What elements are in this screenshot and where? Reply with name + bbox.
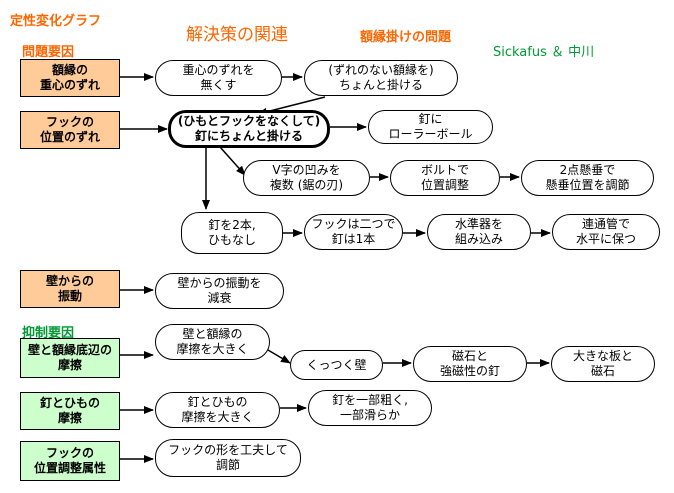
inhibitor-wall-frame-friction-label: 壁と額縁底辺の 摩擦 (27, 343, 112, 372)
node-magnet-ferromagnetic-nail[interactable]: 磁石と 強磁性の釘 (413, 346, 527, 382)
node-increase-nail-string-friction-label: 釘とひもの 摩擦を大きく (181, 395, 254, 424)
diagram-subtitle: 額縁掛けの問題 (360, 30, 452, 45)
node-devise-hook-shape-label: フックの形を工夫して 調節 (168, 443, 288, 472)
node-hang-aligned-frame-label: (ずれのない額縁を) ちょんと掛ける (328, 63, 434, 92)
node-partly-rough-nail[interactable]: 釘を一部粗く, 一部滑らか (308, 390, 432, 426)
node-two-point-suspension-label: 2点懸垂で 懸垂位置を調節 (545, 163, 630, 192)
node-remove-center-offset-label: 重心のずれを 無くす (182, 63, 255, 92)
node-roller-ball-nail[interactable]: 釘に ローラーボール (368, 110, 493, 144)
node-two-point-suspension[interactable]: 2点懸垂で 懸垂位置を調節 (521, 160, 654, 196)
inhibitor-wall-frame-friction[interactable]: 壁と額縁底辺の 摩擦 (20, 338, 120, 378)
node-communicating-tube-label: 連通管で 水平に保つ (575, 217, 636, 246)
cause-frame-center-offset[interactable]: 額縁の 重心のずれ (20, 59, 120, 97)
node-remove-center-offset[interactable]: 重心のずれを 無くす (155, 60, 282, 96)
node-two-nails-no-string[interactable]: 釘を2本, ひもなし (181, 212, 283, 254)
problem-factors-label: 問題要因 (22, 45, 75, 60)
node-devise-hook-shape[interactable]: フックの形を工夫して 調節 (155, 439, 301, 477)
node-large-plate-magnet[interactable]: 大きな板と 磁石 (551, 346, 655, 382)
cause-frame-center-offset-label: 額縁の 重心のずれ (39, 63, 100, 92)
cause-hook-position-offset[interactable]: フックの 位置のずれ (20, 111, 120, 149)
authors-label: Sickafus ＆ 中川 (493, 45, 595, 60)
node-partly-rough-nail-label: 釘を一部粗く, 一部滑らか (332, 393, 408, 422)
node-hang-aligned-frame[interactable]: (ずれのない額縁を) ちょんと掛ける (304, 60, 458, 96)
arrow-n13-n14 (267, 349, 291, 364)
node-magnet-ferromagnetic-nail-label: 磁石と 強磁性の釘 (439, 349, 500, 378)
node-built-in-level-label: 水準器を 組み込み (454, 217, 503, 246)
node-two-hooks-one-nail[interactable]: フックは二つで 釘は1本 (304, 214, 403, 250)
node-large-plate-magnet-label: 大きな板と 磁石 (572, 349, 633, 378)
cause-wall-vibration-label: 壁からの 振動 (45, 274, 94, 303)
node-built-in-level[interactable]: 水準器を 組み込み (427, 214, 531, 250)
node-sticky-wall-label: くっつく壁 (306, 357, 367, 372)
node-multiple-v-notches-label: V字の凹みを 複数 (鋸の刃) (269, 163, 344, 192)
node-damp-wall-vibration-label: 壁からの振動を 減衰 (177, 276, 262, 305)
inhibitor-hook-position-adjust-label: フックの 位置調整属性 (33, 446, 106, 475)
node-sticky-wall[interactable]: くっつく壁 (290, 350, 383, 380)
node-bolt-position-adjust-label: ボルトで 位置調整 (420, 163, 469, 192)
node-two-nails-no-string-label: 釘を2本, ひもなし (207, 218, 256, 247)
suppression-factors-label: 抑制要因 (22, 326, 75, 341)
node-communicating-tube[interactable]: 連通管で 水平に保つ (552, 214, 660, 250)
node-increase-wall-frame-friction-label: 壁と額縁の 摩擦を大きく (176, 327, 249, 356)
node-multiple-v-notches[interactable]: V字の凹みを 複数 (鋸の刃) (243, 160, 370, 196)
node-bolt-position-adjust[interactable]: ボルトで 位置調整 (390, 160, 500, 196)
node-two-hooks-one-nail-label: フックは二つで 釘は1本 (311, 217, 396, 246)
diagram-title: 解決策の関連 (186, 25, 288, 45)
arrow-n3-n5 (219, 146, 246, 176)
inhibitor-nail-string-friction[interactable]: 釘とひもの 摩擦 (20, 392, 120, 430)
node-hang-on-nail-directly-label: (ひもとフックをなくして) 釘にちょんと掛ける (177, 114, 321, 143)
inhibitor-hook-position-adjust[interactable]: フックの 位置調整属性 (20, 441, 120, 481)
node-increase-wall-frame-friction[interactable]: 壁と額縁の 摩擦を大きく (155, 324, 270, 360)
node-roller-ball-nail-label: 釘に ローラーボール (388, 112, 473, 141)
node-hang-on-nail-directly[interactable]: (ひもとフックをなくして) 釘にちょんと掛ける (168, 110, 330, 148)
cause-wall-vibration[interactable]: 壁からの 振動 (20, 270, 120, 308)
diagram-type-label: 定性変化グラフ (10, 14, 102, 29)
node-increase-nail-string-friction[interactable]: 釘とひもの 摩擦を大きく (155, 392, 280, 428)
inhibitor-nail-string-friction-label: 釘とひもの 摩擦 (39, 396, 100, 425)
node-damp-wall-vibration[interactable]: 壁からの振動を 減衰 (155, 273, 284, 309)
cause-hook-position-offset-label: フックの 位置のずれ (39, 115, 100, 144)
